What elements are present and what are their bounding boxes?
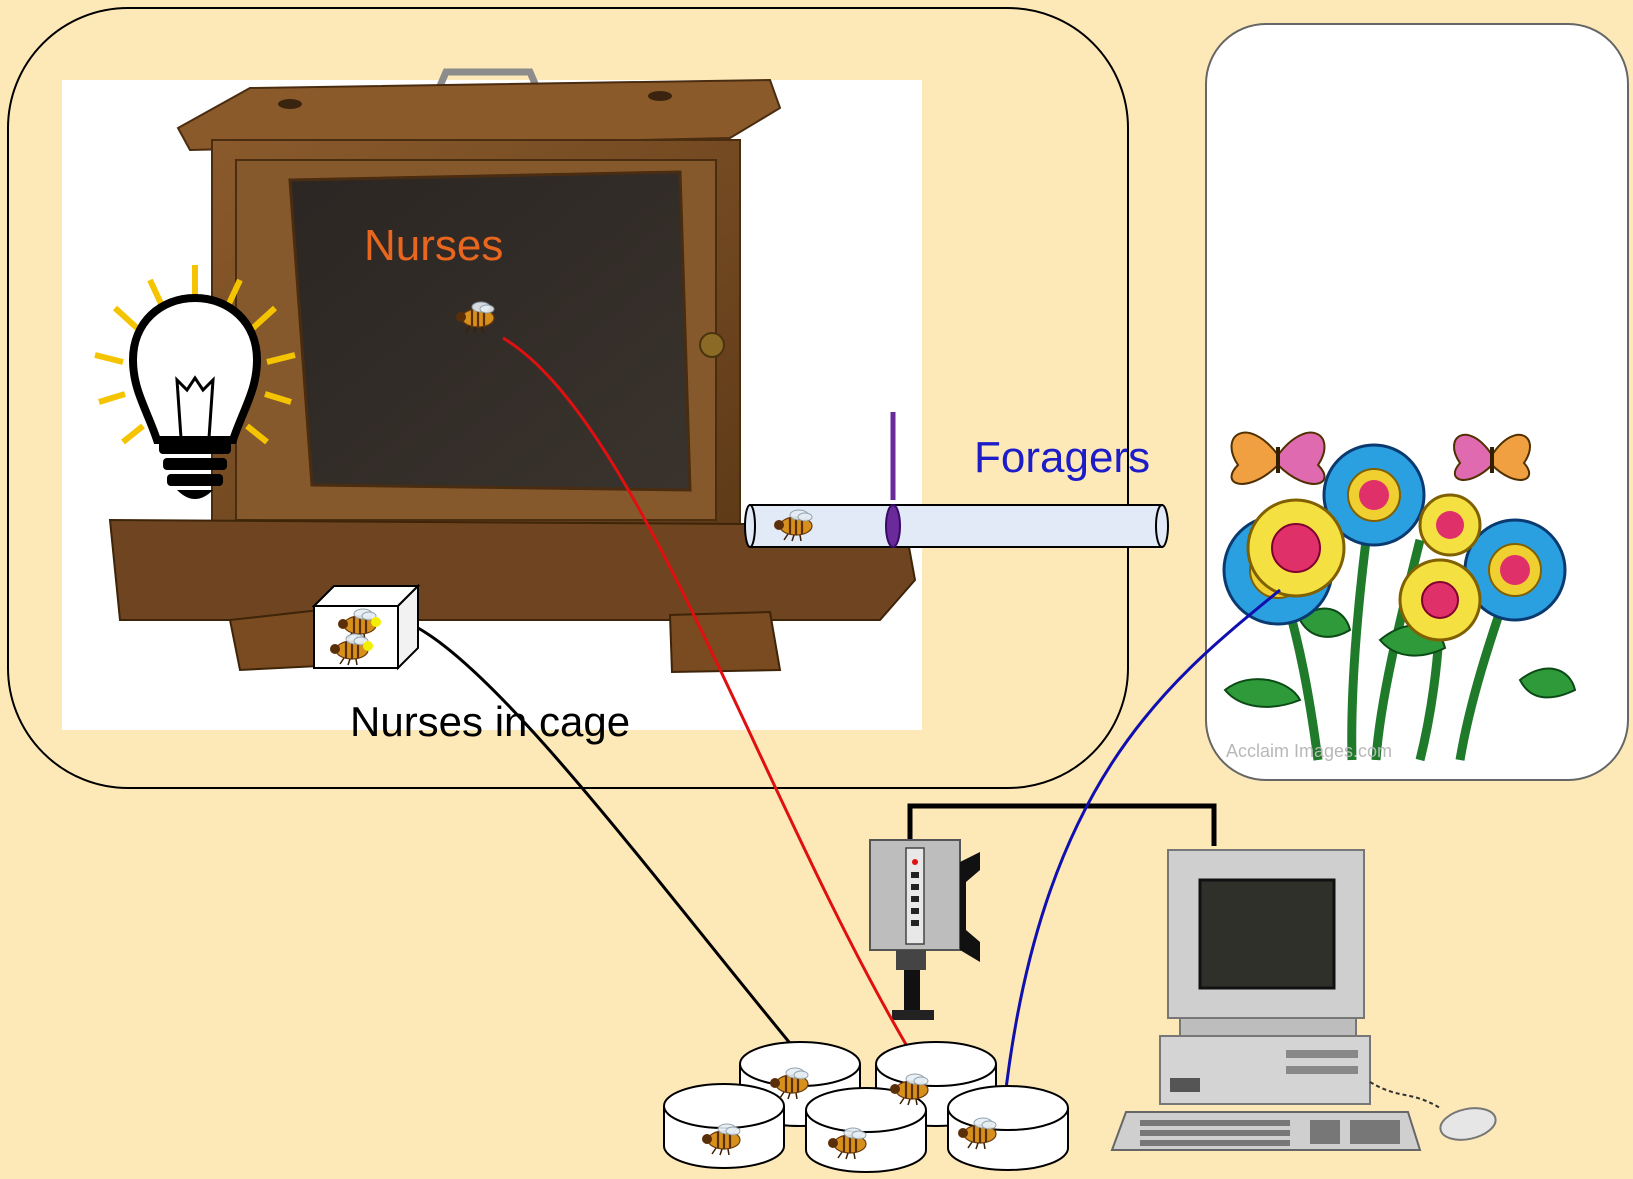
observation-hive-cabinet [62,68,922,730]
field-panel [1205,23,1629,781]
foragers-label: Foragers [974,433,1150,482]
cage-connection-line [417,626,824,1083]
flower-icon [1246,498,1346,598]
mouse-icon [1439,1107,1497,1141]
nurses-label: Nurses [364,221,503,270]
butterfly-icon [1453,433,1531,481]
nurses-in-cage-label: Nurses in cage [350,698,630,745]
forager-tube [744,412,1169,548]
watermark-text: Acclaim Images.com [1226,741,1392,761]
flower-field: Acclaim Images.com [1222,431,1577,762]
petri-dishes [663,1041,1069,1173]
foragers-connection-line [1002,588,1281,1107]
petri-dish-icon [947,1085,1069,1171]
flower-icon [1418,493,1482,557]
butterfly-icon [1230,431,1326,485]
nurse-cage-box [311,583,421,671]
computer-icon [1110,849,1422,1151]
nurses-connection-line [502,336,916,1059]
flower-icon [1322,443,1426,547]
flower-icon [1398,558,1482,642]
lightbulb-icon [94,265,296,499]
camera-computer-cable [907,803,1217,846]
petri-dish-icon [805,1087,927,1173]
video-camera-icon [869,839,980,1020]
mouse-cable [1369,1081,1441,1109]
